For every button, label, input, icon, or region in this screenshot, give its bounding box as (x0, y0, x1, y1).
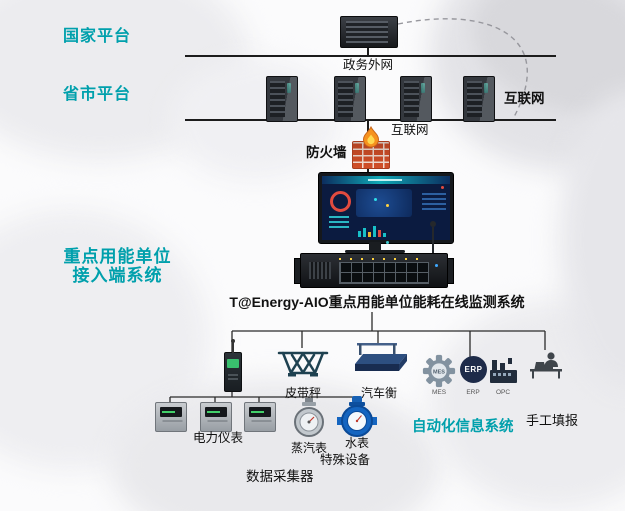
rack-ear (294, 258, 301, 284)
label-water-meter: 水表 (344, 436, 369, 450)
label-steam-meter: 蒸汽表 (290, 441, 327, 455)
antenna-icon (430, 221, 436, 254)
dashboard-right-list (422, 192, 446, 210)
switch-status-led (435, 264, 438, 267)
label-key-unit-line1: 重点用能单位 (63, 247, 172, 266)
label-special-equipment: 特殊设备 (319, 453, 370, 467)
label-provincial-platform: 省市平台 (63, 86, 132, 103)
monitor-stand (369, 242, 381, 251)
server-tower-icon (266, 76, 298, 122)
bar (383, 233, 386, 237)
dashboard-screen (322, 176, 450, 240)
flame-icon (362, 126, 380, 148)
label-internet-side: 互联网 (504, 91, 545, 106)
gateway-switch (294, 253, 454, 288)
power-meter-icon (200, 402, 232, 432)
map-texture (110, 380, 440, 511)
switch-vent (309, 262, 331, 279)
switch-ports (339, 262, 429, 284)
caption-mes: MES (431, 389, 447, 396)
switch-leds (339, 258, 427, 260)
manual-entry-icon (530, 352, 562, 379)
bar (373, 226, 376, 237)
dashboard-indicator-dot (441, 186, 444, 189)
system-title: T@Energy-AIO重点用能单位能耗在线监测系统 (229, 294, 525, 310)
label-firewall: 防火墙 (306, 145, 347, 160)
label-manual-entry: 手工填报 (526, 413, 579, 428)
bar (358, 231, 361, 237)
erp-badge-icon: ERP (460, 356, 487, 383)
mes-gear-icon: MES (422, 354, 456, 388)
collector-antenna-icon (231, 339, 235, 353)
bar (368, 232, 371, 237)
label-key-unit-line2: 接入端系统 (72, 266, 163, 285)
label-national-platform: 国家平台 (63, 28, 132, 45)
dashboard-map-panel (356, 189, 412, 217)
power-meter-icon (155, 402, 187, 432)
label-gov-extranet: 政务外网 (342, 58, 393, 72)
dashboard-indicator-dot (386, 204, 389, 207)
monitor (318, 172, 454, 244)
caption-opc: OPC (495, 389, 511, 396)
label-automation-system: 自动化信息系统 (412, 419, 514, 435)
bar (378, 230, 381, 237)
map-texture (170, 60, 340, 180)
bar (363, 228, 366, 237)
data-collector-icon (224, 339, 242, 392)
server-tower-icon (400, 76, 432, 122)
label-internet-link: 互联网 (391, 123, 429, 137)
belt-scale-icon (277, 351, 329, 377)
gov-extranet-server-icon (340, 16, 398, 48)
caption-erp: ERP (466, 389, 480, 396)
label-truck-scale: 汽车衡 (360, 386, 397, 400)
label-data-collector: 数据采集器 (246, 469, 314, 484)
rack-ear (447, 258, 454, 284)
monitor-base (345, 250, 405, 253)
server-tower-icon (463, 76, 495, 122)
label-belt-scale: 皮带秤 (284, 386, 321, 400)
water-meter-icon (337, 396, 377, 437)
dashboard-bar-chart (358, 225, 386, 237)
server-tower-icon (334, 76, 366, 122)
label-power-meters: 电力仪表 (192, 431, 243, 445)
dashboard-header-bar (322, 176, 450, 184)
steam-meter-icon (294, 398, 324, 437)
truck-scale-icon (355, 343, 407, 371)
dashboard-gauge (330, 191, 351, 212)
dashboard-left-stats (329, 214, 349, 228)
power-meter-icon (244, 402, 276, 432)
dashboard-indicator-dot (374, 198, 377, 201)
factory-icon (490, 358, 517, 383)
mes-gear-label: MES (433, 369, 445, 375)
